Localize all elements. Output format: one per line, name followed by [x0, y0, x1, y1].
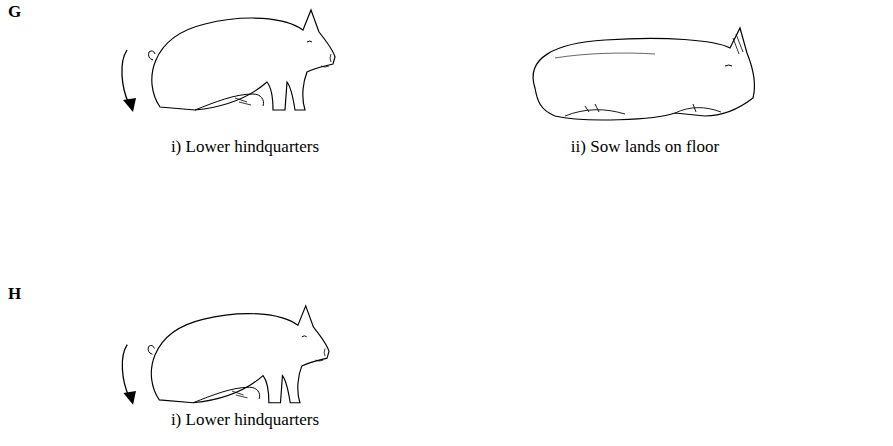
sitting-pig	[122, 10, 335, 112]
step-caption: i) Lower hindquarters	[171, 137, 319, 157]
sitting-pig	[122, 306, 329, 405]
panel-letter: H	[8, 284, 21, 304]
lying-pig	[533, 28, 755, 120]
step-caption: i) Lower hindquarters	[171, 410, 319, 430]
panel-letter: G	[8, 2, 21, 22]
step-caption: ii) Sow lands on floor	[571, 137, 719, 157]
